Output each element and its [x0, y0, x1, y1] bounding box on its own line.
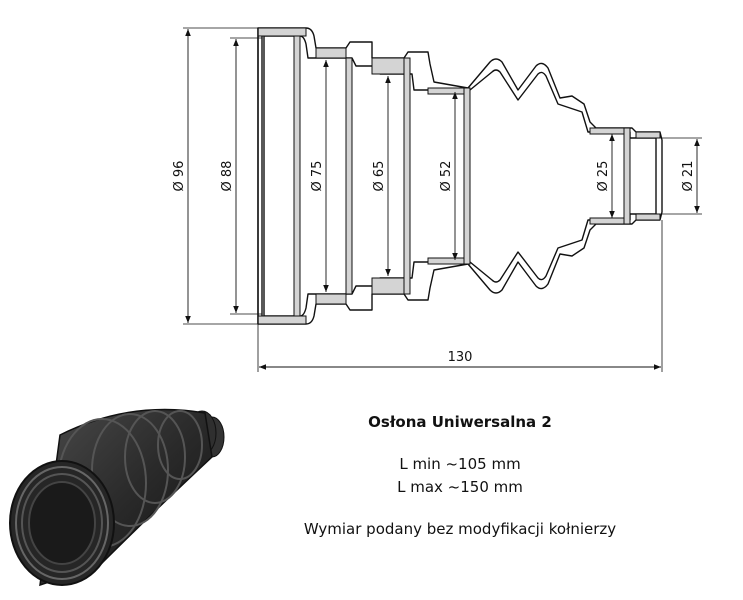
extension-lines — [183, 27, 702, 372]
label-d65: Ø 65 — [372, 161, 387, 192]
label-d25: Ø 25 — [596, 161, 611, 192]
technical-drawing: Ø 96 Ø 88 Ø 75 Ø 65 Ø 52 Ø 25 Ø 21 130 — [172, 27, 702, 372]
face-lines — [257, 28, 263, 324]
dimension-lines — [185, 29, 700, 370]
wall-sections — [257, 27, 661, 325]
label-d96: Ø 96 — [172, 161, 187, 192]
boot-3d-render — [9, 408, 225, 587]
length-max: L max ~150 mm — [397, 478, 523, 496]
label-length: 130 — [448, 350, 473, 365]
label-d21: Ø 21 — [681, 161, 696, 192]
boot-large-end — [9, 460, 115, 586]
label-d52: Ø 52 — [439, 161, 454, 192]
product-title: Osłona Uniwersalna 2 — [368, 413, 552, 431]
dimension-note: Wymiar podany bez modyfikacji kołnierzy — [303, 520, 617, 538]
label-d75: Ø 75 — [310, 161, 325, 192]
label-d88: Ø 88 — [220, 161, 235, 192]
length-min: L min ~105 mm — [399, 455, 521, 473]
